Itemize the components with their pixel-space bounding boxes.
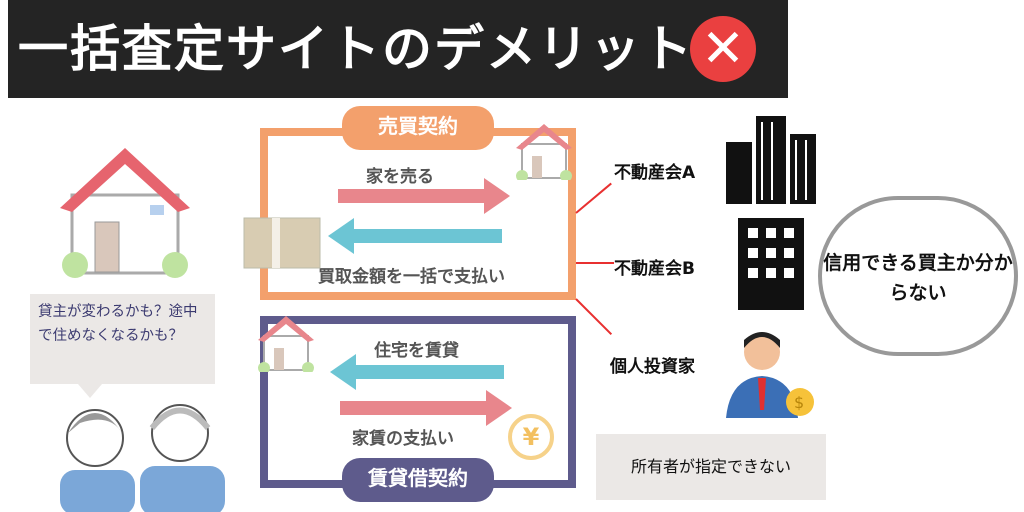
worry-speech-bubble: 貸主が変わるかも？途中で住めなくなるかも？ bbox=[30, 294, 215, 384]
owner-note: 所有者が指定できない bbox=[596, 434, 826, 500]
x-mark-icon: ✕ bbox=[690, 16, 756, 82]
elderly-couple-illustration bbox=[60, 404, 225, 512]
lease-house-label: 住宅を賃貸 bbox=[374, 341, 459, 361]
money-stack-icon bbox=[243, 217, 321, 269]
small-house-icon bbox=[258, 316, 314, 372]
yen-coin-icon: ¥ bbox=[508, 414, 554, 460]
office-building-icon bbox=[726, 116, 816, 204]
rent-payment-label: 家賃の支払い bbox=[352, 429, 454, 449]
buyer-real-estate-b: 不動産会B bbox=[614, 259, 695, 279]
connector-line bbox=[575, 182, 612, 214]
sale-contract-label: 売買契約 bbox=[342, 106, 494, 150]
buyer-individual-investor: 個人投資家 bbox=[610, 357, 695, 377]
speech-bubble-tail bbox=[78, 384, 102, 398]
apartment-building-icon bbox=[738, 218, 804, 310]
buyer-real-estate-a: 不動産会A bbox=[614, 163, 696, 183]
lump-sum-payment-label: 買取金額を一括で支払い bbox=[318, 267, 505, 287]
connector-line bbox=[576, 262, 614, 264]
thought-bubble: 信用できる買主か分からない bbox=[818, 196, 1018, 356]
svg-text:$: $ bbox=[794, 393, 804, 412]
investor-person-icon: $ bbox=[726, 332, 814, 418]
connector-line bbox=[575, 298, 613, 336]
rental-contract-label: 賃貸借契約 bbox=[342, 458, 494, 502]
sell-house-label: 家を売る bbox=[366, 167, 434, 187]
page-title: 一括査定サイトのデメリット bbox=[8, 0, 788, 98]
house-illustration bbox=[60, 148, 190, 278]
small-house-icon bbox=[516, 124, 572, 180]
